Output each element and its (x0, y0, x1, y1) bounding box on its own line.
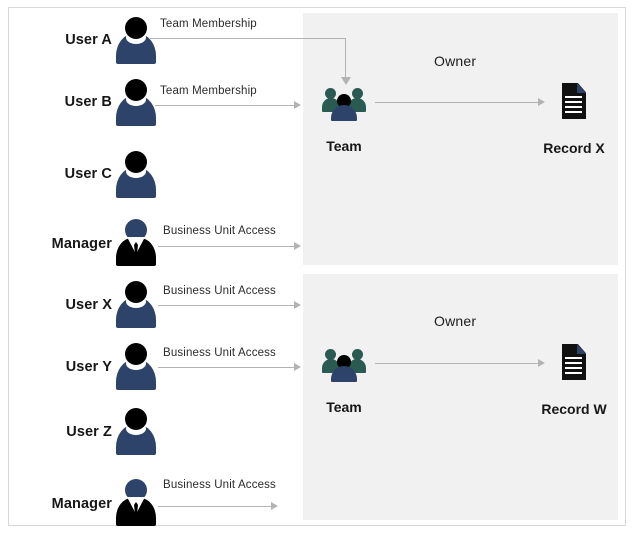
connector-arrowhead-manager-2 (271, 502, 278, 510)
team-icon (322, 347, 366, 382)
document-icon (560, 344, 588, 380)
connector-arrowhead-user-b (294, 101, 301, 109)
actor-row-user-a: User A (20, 12, 112, 68)
team-caption-bottom: Team (326, 399, 362, 415)
actor-label-manager-2: Manager (51, 496, 112, 512)
manager-icon (113, 218, 159, 268)
connector-label-user-a: Team Membership (160, 18, 257, 30)
actor-row-user-c: User C (20, 146, 112, 202)
user-icon (113, 280, 159, 330)
connector-line-user-a (150, 38, 346, 39)
actor-row-manager-1: Manager (20, 216, 112, 272)
connector-label-user-x: Business Unit Access (163, 285, 276, 297)
panel-record-x (303, 13, 618, 265)
connector-label-manager-2: Business Unit Access (163, 479, 276, 491)
panel-record-w (303, 274, 618, 520)
actor-label-user-z: User Z (66, 424, 112, 440)
connector-line-manager-2 (158, 506, 272, 507)
actor-label-user-c: User C (64, 166, 112, 182)
user-icon (113, 407, 159, 457)
team-icon (322, 86, 366, 121)
owner-arrow-line-top (375, 102, 539, 103)
owner-arrow-head-top (538, 98, 545, 106)
actor-row-manager-2: Manager (20, 476, 112, 532)
actor-label-manager-1: Manager (51, 236, 112, 252)
owner-arrow-head-bottom (538, 359, 545, 367)
connector-line-user-y (158, 367, 295, 368)
manager-icon (113, 478, 159, 528)
owner-label-bottom: Owner (434, 313, 477, 329)
connector-label-user-y: Business Unit Access (163, 347, 276, 359)
user-icon (113, 78, 159, 128)
connector-label-user-b: Team Membership (160, 85, 257, 97)
record-caption-top: Record X (543, 140, 605, 156)
connector-arrowhead-user-y (294, 363, 301, 371)
record-caption-bottom: Record W (541, 401, 607, 417)
document-icon (560, 83, 588, 119)
owner-label-top: Owner (434, 53, 477, 69)
actor-label-user-b: User B (64, 94, 112, 110)
connector-line-user-x (158, 305, 295, 306)
actor-row-user-x: User X (20, 277, 112, 333)
connector-arrowhead-user-x (294, 301, 301, 309)
actor-row-user-y: User Y (20, 339, 112, 395)
user-icon (113, 342, 159, 392)
user-icon (113, 150, 159, 200)
actor-label-user-y: User Y (65, 359, 112, 375)
connector-label-manager-1: Business Unit Access (163, 225, 276, 237)
connector-arrowhead-user-a (341, 77, 351, 85)
team-caption-top: Team (326, 138, 362, 154)
connector-elbow-user-a (345, 38, 346, 78)
actor-row-user-z: User Z (20, 404, 112, 460)
connector-arrowhead-manager-1 (294, 242, 301, 250)
owner-arrow-line-bottom (375, 363, 539, 364)
connector-line-manager-1 (158, 246, 295, 247)
actor-label-user-x: User X (65, 297, 112, 313)
actor-label-user-a: User A (65, 32, 112, 48)
connector-line-user-b (155, 105, 295, 106)
actor-row-user-b: User B (20, 74, 112, 130)
user-icon (113, 16, 159, 66)
